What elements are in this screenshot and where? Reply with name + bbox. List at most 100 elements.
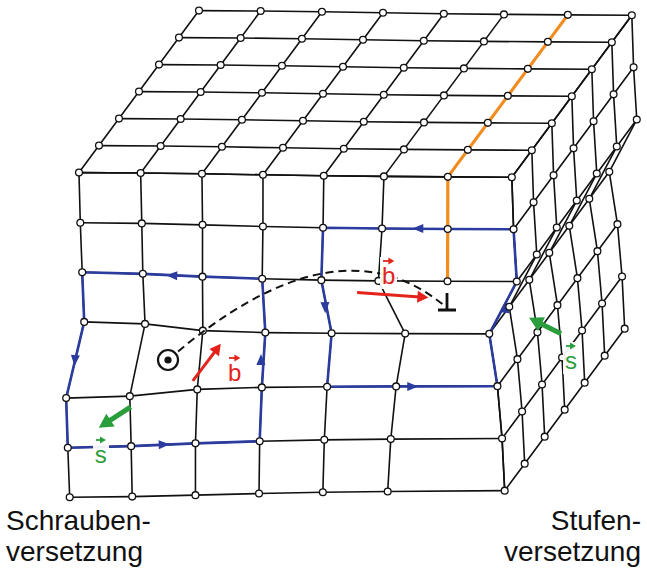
atom <box>136 88 143 95</box>
atom <box>320 224 327 231</box>
lattice-bond <box>509 307 517 359</box>
atom <box>484 119 491 126</box>
lattice-bond <box>522 411 525 463</box>
atom <box>129 493 136 500</box>
atom <box>508 174 515 181</box>
lattice-bond <box>504 14 568 16</box>
lattice-bond <box>324 438 390 440</box>
lattice-bond <box>202 147 222 174</box>
lattice-bond <box>195 389 197 443</box>
atom <box>259 275 266 282</box>
atom <box>142 320 149 327</box>
lattice-bond <box>572 69 592 96</box>
atom <box>441 92 448 99</box>
atom <box>199 273 206 280</box>
lattice-bond <box>79 146 99 173</box>
lattice-bond <box>364 121 424 123</box>
atom <box>79 269 86 276</box>
lattice-bond <box>448 281 517 283</box>
lattice-bond <box>282 39 302 66</box>
lattice-bond <box>203 331 265 333</box>
lattice-bond <box>391 438 502 440</box>
burgers-vector-arrow <box>357 291 429 304</box>
atom <box>217 62 224 69</box>
atom <box>256 438 263 445</box>
lattice-bond <box>528 68 592 70</box>
lattice-bond <box>602 303 605 355</box>
lattice-bond <box>130 324 145 396</box>
atom <box>440 10 447 17</box>
atom <box>262 329 269 336</box>
atom <box>360 118 367 125</box>
atom <box>610 91 617 98</box>
lattice-bond <box>522 384 542 411</box>
atom <box>570 145 577 152</box>
lattice-bond <box>464 68 528 70</box>
atom <box>324 383 331 390</box>
arrow-head <box>526 311 545 331</box>
lattice-bond <box>302 38 363 41</box>
lattice-bond <box>241 11 261 38</box>
lattice-bond <box>545 410 565 437</box>
atom <box>619 273 626 280</box>
lattice-bond <box>612 15 632 42</box>
arrow-head <box>209 340 225 356</box>
lattice-bond <box>99 145 161 147</box>
lattice-bond <box>549 253 557 305</box>
atom <box>260 171 267 178</box>
lattice-bond <box>424 122 488 124</box>
lattice-bond <box>79 172 141 174</box>
atom <box>257 8 264 15</box>
lattice-bond <box>322 11 383 14</box>
lattice-bond <box>130 396 131 446</box>
atom <box>321 436 328 443</box>
atom <box>539 381 546 388</box>
atom <box>139 270 146 277</box>
atom <box>519 408 526 415</box>
lattice-bond <box>261 226 263 278</box>
atom <box>573 197 580 204</box>
atom <box>258 384 265 391</box>
lattice-bond <box>502 438 505 490</box>
lattice-bond <box>242 119 303 122</box>
lattice-bond <box>554 175 557 227</box>
lattice-bond <box>605 329 625 356</box>
atom <box>579 327 586 334</box>
lattice-bond <box>344 148 404 150</box>
atom <box>601 352 608 359</box>
lattice-bond <box>594 94 614 121</box>
lattice-bond <box>609 120 636 172</box>
burgers-circuits <box>66 224 517 449</box>
atom <box>533 251 540 258</box>
lattice-bond <box>614 67 634 94</box>
lattice-bond <box>592 42 612 69</box>
lattice-bond <box>388 439 391 491</box>
circuit-arrowhead <box>166 271 177 280</box>
atom <box>599 300 606 307</box>
lattice-bond <box>577 251 597 278</box>
lattice-bond <box>343 66 404 68</box>
vector-symbol: b <box>228 354 241 385</box>
lattice-bond <box>324 149 344 176</box>
lattice-bond <box>448 176 512 178</box>
atom <box>594 248 601 255</box>
line-direction-label: s <box>563 342 579 374</box>
lattice-bond <box>203 225 263 227</box>
lattice-bond <box>517 332 537 359</box>
atom <box>628 12 635 19</box>
lattice-bond <box>589 199 597 251</box>
lattice-bond <box>614 94 617 146</box>
atom <box>564 11 571 18</box>
burgers-vector-arrow <box>193 340 226 381</box>
lattice-bond <box>259 492 323 493</box>
lattice-bond <box>197 331 203 390</box>
lattice-bond <box>261 10 322 12</box>
burgers-circuit <box>66 272 265 448</box>
atom <box>328 330 335 337</box>
lattice-bond <box>283 121 303 148</box>
atom <box>299 35 306 42</box>
atom <box>461 65 468 72</box>
atom <box>199 221 206 228</box>
lattice-atoms <box>63 7 640 500</box>
